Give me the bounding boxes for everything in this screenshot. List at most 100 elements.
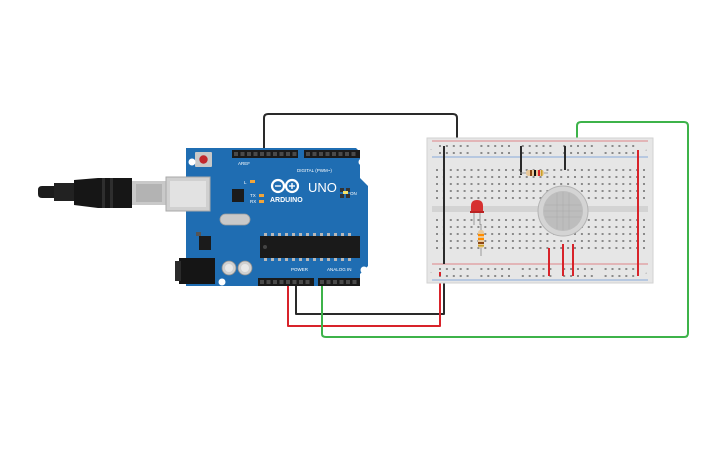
breadboard-hole[interactable] <box>445 145 448 147</box>
breadboard-hole[interactable] <box>577 145 579 147</box>
breadboard-hole[interactable] <box>622 176 625 178</box>
breadboard-hole[interactable] <box>632 145 635 147</box>
breadboard-hole[interactable] <box>480 268 483 270</box>
breadboard-hole[interactable] <box>525 176 528 178</box>
breadboard-hole[interactable] <box>525 240 528 242</box>
gas-sensor[interactable] <box>537 185 589 237</box>
breadboard-hole[interactable] <box>611 268 614 270</box>
breadboard-hole[interactable] <box>615 240 618 242</box>
breadboard-hole[interactable] <box>498 169 501 171</box>
breadboard-hole[interactable] <box>487 152 490 154</box>
breadboard-hole[interactable] <box>594 240 597 242</box>
breadboard-hole[interactable] <box>498 247 501 249</box>
breadboard-hole[interactable] <box>491 169 494 171</box>
breadboard-hole[interactable] <box>470 169 473 171</box>
breadboard-hole[interactable] <box>494 268 497 270</box>
breadboard-hole[interactable] <box>436 190 438 192</box>
breadboard-hole[interactable] <box>549 152 552 154</box>
breadboard-hole[interactable] <box>470 183 473 185</box>
breadboard-hole[interactable] <box>505 169 507 171</box>
breadboard-hole[interactable] <box>452 268 455 270</box>
breadboard-hole[interactable] <box>477 190 480 192</box>
breadboard-hole[interactable] <box>436 197 438 199</box>
breadboard-hole[interactable] <box>456 197 459 199</box>
breadboard-hole[interactable] <box>525 233 528 235</box>
breadboard-hole[interactable] <box>463 219 466 221</box>
breadboard-hole[interactable] <box>601 183 604 185</box>
breadboard-hole[interactable] <box>583 268 586 270</box>
breadboard-hole[interactable] <box>553 169 556 171</box>
digital-header[interactable] <box>232 150 360 158</box>
breadboard-hole[interactable] <box>570 275 573 277</box>
breadboard-hole[interactable] <box>436 183 438 185</box>
breadboard-hole[interactable] <box>491 190 494 192</box>
breadboard-hole[interactable] <box>501 145 504 147</box>
breadboard-hole[interactable] <box>508 268 510 270</box>
breadboard-hole[interactable] <box>632 275 635 277</box>
breadboard-hole[interactable] <box>518 226 521 228</box>
breadboard-hole[interactable] <box>590 145 593 147</box>
breadboard-hole[interactable] <box>525 247 528 249</box>
breadboard-hole[interactable] <box>459 268 462 270</box>
breadboard-hole[interactable] <box>484 233 487 235</box>
breadboard-hole[interactable] <box>563 268 566 270</box>
breadboard-hole[interactable] <box>518 183 521 185</box>
breadboard-hole[interactable] <box>487 145 490 147</box>
breadboard-hole[interactable] <box>449 190 452 192</box>
breadboard-hole[interactable] <box>463 169 466 171</box>
breadboard-hole[interactable] <box>449 176 452 178</box>
breadboard-hole[interactable] <box>511 169 514 171</box>
breadboard-hole[interactable] <box>601 219 604 221</box>
breadboard-hole[interactable] <box>643 233 645 235</box>
breadboard-hole[interactable] <box>463 226 466 228</box>
breadboard-hole[interactable] <box>542 145 545 147</box>
breadboard-hole[interactable] <box>546 233 549 235</box>
breadboard-hole[interactable] <box>498 240 501 242</box>
breadboard-hole[interactable] <box>491 233 494 235</box>
breadboard-hole[interactable] <box>508 145 510 147</box>
breadboard-hole[interactable] <box>498 190 501 192</box>
breadboard-hole[interactable] <box>466 268 469 270</box>
breadboard-hole[interactable] <box>587 240 590 242</box>
breadboard-hole[interactable] <box>539 176 542 178</box>
breadboard-hole[interactable] <box>574 247 576 249</box>
breadboard-hole[interactable] <box>629 183 632 185</box>
breadboard-hole[interactable] <box>463 247 466 249</box>
breadboard-hole[interactable] <box>445 268 448 270</box>
breadboard-hole[interactable] <box>539 247 542 249</box>
breadboard-hole[interactable] <box>615 176 618 178</box>
breadboard-hole[interactable] <box>625 268 628 270</box>
breadboard-hole[interactable] <box>470 197 473 199</box>
breadboard-hole[interactable] <box>539 183 542 185</box>
breadboard-hole[interactable] <box>501 152 504 154</box>
breadboard-hole[interactable] <box>470 240 473 242</box>
breadboard-hole[interactable] <box>629 219 632 221</box>
breadboard-hole[interactable] <box>643 176 645 178</box>
breadboard-hole[interactable] <box>601 169 604 171</box>
breadboard-hole[interactable] <box>643 240 645 242</box>
breadboard-hole[interactable] <box>449 240 452 242</box>
breadboard-hole[interactable] <box>625 275 628 277</box>
breadboard-hole[interactable] <box>560 176 563 178</box>
breadboard-hole[interactable] <box>498 183 501 185</box>
breadboard-hole[interactable] <box>484 197 487 199</box>
breadboard-hole[interactable] <box>491 226 494 228</box>
breadboard-hole[interactable] <box>587 169 590 171</box>
breadboard-hole[interactable] <box>480 145 483 147</box>
breadboard-hole[interactable] <box>491 219 494 221</box>
breadboard-hole[interactable] <box>615 197 618 199</box>
breadboard-hole[interactable] <box>532 219 535 221</box>
breadboard-hole[interactable] <box>466 152 469 154</box>
breadboard-hole[interactable] <box>494 152 497 154</box>
breadboard-hole[interactable] <box>546 183 549 185</box>
breadboard-hole[interactable] <box>601 197 604 199</box>
breadboard-hole[interactable] <box>577 275 579 277</box>
breadboard-hole[interactable] <box>452 275 455 277</box>
breadboard-hole[interactable] <box>525 219 528 221</box>
breadboard-hole[interactable] <box>583 152 586 154</box>
breadboard-hole[interactable] <box>601 226 604 228</box>
breadboard-hole[interactable] <box>535 145 538 147</box>
breadboard-hole[interactable] <box>505 190 507 192</box>
breadboard-hole[interactable] <box>525 197 528 199</box>
breadboard-hole[interactable] <box>494 145 497 147</box>
